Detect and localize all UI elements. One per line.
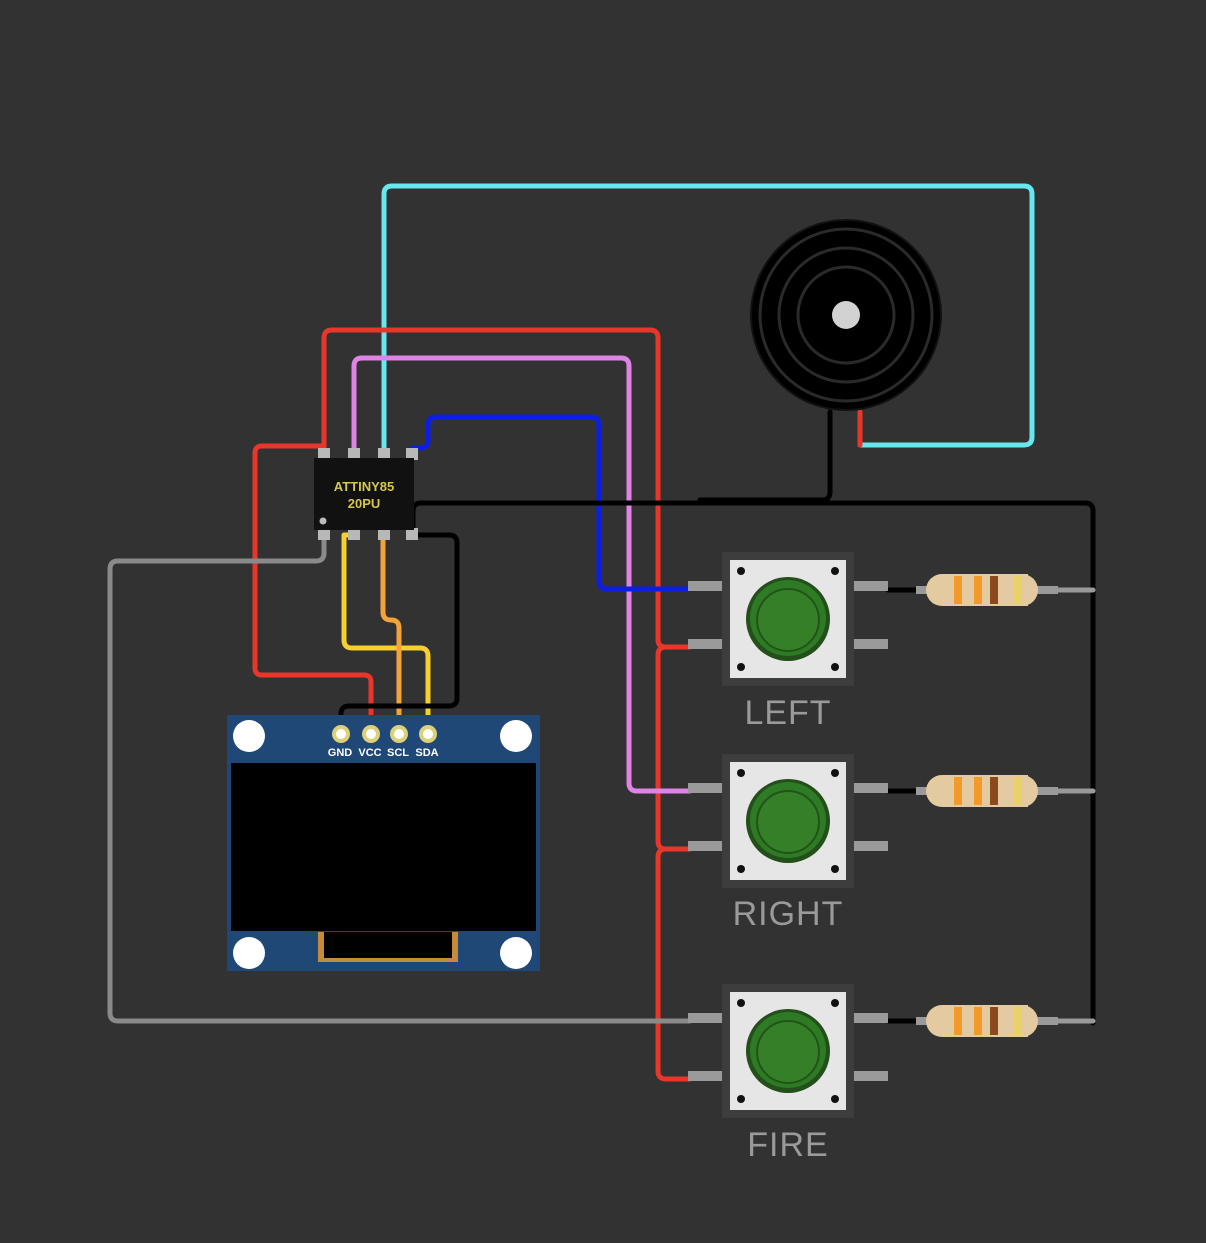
pushbutton-icon	[687, 983, 889, 1119]
oled-screen	[231, 763, 536, 931]
chip-label-line1: ATTINY85	[334, 479, 394, 494]
button-label-fire: FIRE	[747, 1126, 828, 1164]
wire-vcc-buttons[interactable]	[321, 327, 693, 650]
oled-pin-label-vcc: VCC	[358, 747, 381, 759]
resistor-icon	[916, 1005, 1058, 1037]
wire-sda[interactable]	[341, 532, 431, 736]
button-fire[interactable]: FIRE	[687, 983, 889, 1164]
wire-gnd-oled[interactable]	[338, 532, 460, 736]
chip-label-line2: 20PU	[348, 496, 381, 511]
wire-buzzer-gnd	[697, 409, 833, 503]
buzzer[interactable]	[750, 219, 942, 411]
wire-scl[interactable]	[380, 532, 402, 736]
wire-vcc-rail-fire[interactable]	[655, 846, 693, 1082]
pushbutton-icon	[687, 551, 889, 687]
microcontroller-icon	[314, 448, 418, 540]
wire-vcc-rail[interactable]	[655, 644, 693, 852]
oled-pin-label-scl: SCL	[387, 747, 409, 759]
oled-pin-label-sda: SDA	[415, 747, 438, 759]
microcontroller-chip[interactable]: ATTINY85 20PU	[314, 448, 418, 540]
pushbutton-icon	[687, 753, 889, 889]
button-left[interactable]: LEFT	[687, 551, 889, 732]
resistor-left[interactable]	[916, 574, 1058, 606]
wire-right-signal[interactable]	[351, 355, 693, 794]
resistor-fire[interactable]	[916, 1005, 1058, 1037]
oled-display-icon	[227, 715, 540, 971]
button-label-left: LEFT	[744, 694, 831, 732]
wire-vcc-chip-to-oled[interactable]	[252, 443, 374, 736]
button-right[interactable]: RIGHT	[687, 753, 889, 933]
wire-speaker-signal[interactable]	[381, 183, 1035, 453]
buzzer-icon	[750, 219, 942, 411]
resistor-icon	[916, 775, 1058, 807]
oled-display[interactable]: GND VCC SCL SDA	[227, 715, 540, 971]
wires	[107, 183, 1096, 1082]
oled-pin-label-gnd: GND	[328, 747, 353, 759]
wire-fire-signal[interactable]	[107, 532, 693, 1024]
resistor-right[interactable]	[916, 775, 1058, 807]
wire-left-signal[interactable]	[409, 414, 693, 592]
button-label-right: RIGHT	[733, 895, 844, 933]
oled-pin-headers	[332, 725, 437, 743]
resistor-icon	[916, 574, 1058, 606]
